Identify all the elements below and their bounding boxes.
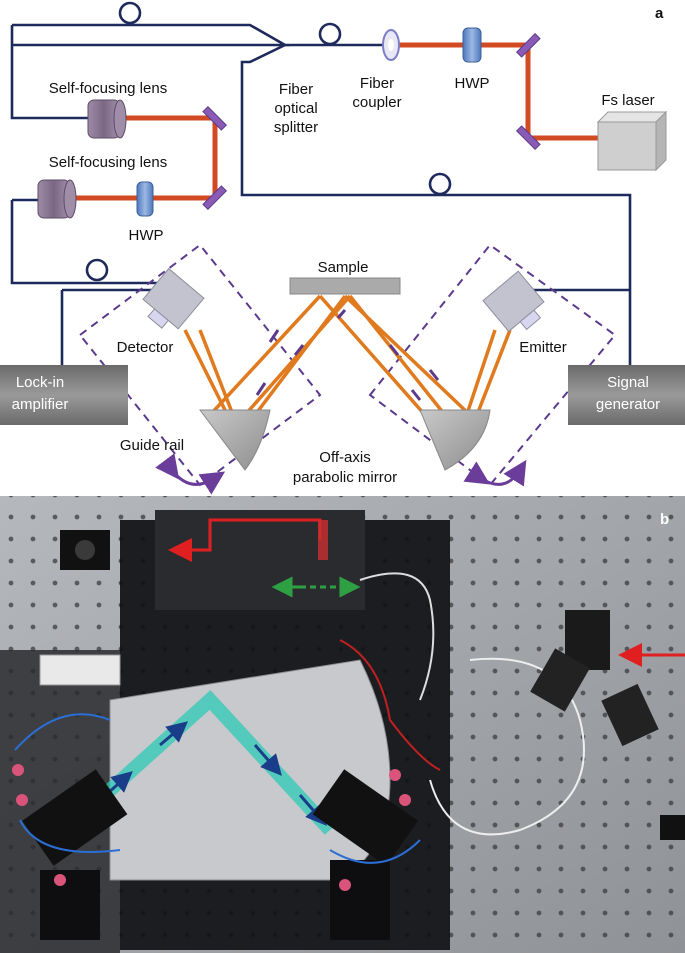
fiber-lines — [10, 23, 632, 370]
self-focusing-lens-1-label: Self-focusing lens — [49, 80, 167, 97]
off-axis-label-1: Off-axis — [319, 449, 370, 466]
fiber-loop-1 — [118, 1, 142, 25]
top-laser-stage — [155, 510, 365, 610]
signal-generator-box — [568, 365, 685, 425]
connectors — [12, 764, 411, 891]
self-focusing-lens-1-icon — [87, 99, 127, 139]
sample-label: Sample — [318, 259, 369, 276]
fiber-coupler-label-1: Fiber — [360, 75, 394, 92]
thz-r-3 — [348, 294, 447, 417]
fiber-loop-3 — [428, 172, 452, 196]
thz-det-1 — [198, 329, 237, 421]
rotation-stage — [109, 659, 391, 881]
parabolic-mirror-left — [199, 409, 271, 471]
fiber-to-lens-1 — [10, 25, 95, 120]
panel-a: a Fiber co — [0, 1, 685, 495]
fiber-splitter-to-emitter — [240, 43, 632, 370]
emitter-icon — [482, 270, 545, 333]
panel-b-label: b — [660, 511, 669, 528]
emitter-stage — [330, 860, 390, 940]
fiber-box — [39, 654, 121, 686]
mirror-lens-1 — [202, 105, 228, 131]
self-focusing-lens-2-icon — [37, 179, 77, 219]
thz-r-1 — [318, 294, 427, 417]
detector-stage — [40, 870, 100, 940]
fiber-coupler — [382, 29, 400, 61]
thz-em-2 — [473, 329, 512, 421]
mirror-lens-2 — [202, 185, 228, 211]
fiber-splitter-label-1: Fiber — [279, 81, 313, 98]
fiber-splitter-label-2: optical — [274, 100, 317, 117]
off-axis-label-2: parabolic mirror — [293, 469, 397, 486]
thz-l-3 — [243, 294, 352, 417]
mirrors — [202, 32, 541, 211]
rotation-arrow-right — [463, 459, 527, 487]
guide-rail-label: Guide rail — [120, 437, 184, 454]
hwp-left-label: HWP — [129, 227, 164, 244]
mirror-fs-laser — [515, 125, 541, 151]
hwp-left-icon — [136, 181, 154, 217]
fiber-coupler-label-2: coupler — [352, 94, 401, 111]
parabolic-mirror-right — [419, 409, 491, 471]
emitter-label: Emitter — [519, 339, 567, 356]
detector-mount — [22, 769, 128, 866]
fiber-loops — [85, 1, 452, 282]
lockin-label-2: amplifier — [12, 396, 69, 413]
beam-marks — [255, 309, 440, 401]
hwp-top-label: HWP — [455, 75, 490, 92]
fiber-top-loop — [12, 23, 290, 47]
panel-b-photo: b — [0, 496, 685, 953]
thz-det-2 — [183, 329, 232, 421]
hwp-top-icon — [462, 27, 482, 63]
emitter-mount — [312, 769, 418, 866]
fiber-loop-4 — [85, 258, 109, 282]
lockin-label-1: Lock-in — [16, 374, 64, 391]
laser-beams — [75, 42, 600, 201]
thz-em-1 — [463, 329, 497, 421]
lockin-amplifier-box — [0, 365, 128, 425]
guide-rail-left — [78, 243, 322, 487]
signal-gen-label-1: Signal — [607, 374, 649, 391]
detector-icon — [142, 267, 205, 330]
self-focusing-lens-2-label: Self-focusing lens — [49, 154, 167, 171]
fs-laser-label: Fs laser — [601, 92, 654, 109]
thz-l-2 — [253, 294, 347, 417]
rotation-arrow-left — [155, 453, 226, 495]
signal-gen-label-2: generator — [596, 396, 660, 413]
laser-top-path — [398, 42, 600, 141]
fiber-splitter-label-3: splitter — [274, 119, 318, 136]
panel-a-label: a — [655, 5, 664, 22]
fs-laser-box — [596, 110, 668, 172]
thz-beams — [183, 294, 512, 421]
mirror-top-right — [515, 32, 541, 58]
fiber-loop-2 — [318, 22, 342, 46]
cables — [14, 572, 585, 864]
sample-plate — [289, 277, 401, 295]
thz-l-1 — [208, 294, 322, 417]
detector-label: Detector — [117, 339, 174, 356]
